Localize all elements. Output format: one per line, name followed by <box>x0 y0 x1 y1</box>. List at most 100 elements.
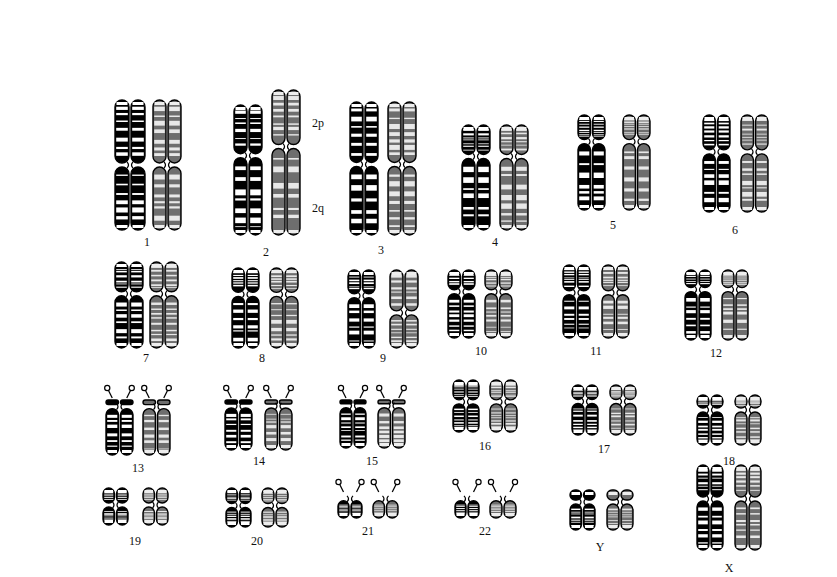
chromosome-arm <box>117 488 129 503</box>
chromosome-band <box>468 394 478 396</box>
chromosome-tip <box>118 520 127 523</box>
chromosome-band <box>273 123 284 124</box>
chromosome-band <box>579 327 589 329</box>
chromosome-band <box>704 140 714 141</box>
chromosome-band <box>391 320 402 322</box>
chromosome-band <box>564 306 574 309</box>
chromosome-tip <box>405 230 415 233</box>
chromosome-band <box>463 139 474 141</box>
chromosome-band <box>571 511 580 513</box>
chromosome-band <box>248 282 258 283</box>
chromosome-tip <box>687 272 696 275</box>
chromosome-band <box>573 395 583 397</box>
chromosome-arm <box>621 504 633 530</box>
chromosome-band <box>241 435 251 438</box>
chromosome-band <box>166 279 177 281</box>
chromosome-band <box>104 515 113 517</box>
chromosome-band <box>608 509 618 511</box>
chromosome-band <box>166 270 177 272</box>
chromosome-band <box>463 137 474 139</box>
satellite <box>401 385 406 390</box>
chromosome-band <box>737 298 747 299</box>
chromosome-band <box>622 520 632 522</box>
chromosome-band <box>233 338 243 342</box>
chromosome-band <box>700 307 710 308</box>
chromosome-band <box>579 279 589 281</box>
chromosome-tip <box>580 205 590 208</box>
chromosome-band <box>587 395 597 397</box>
chromosome-band <box>464 273 474 275</box>
chromosome-band <box>611 427 621 429</box>
chromosome-band <box>132 121 144 123</box>
chromosome-band <box>271 288 282 290</box>
chromosome-band <box>505 509 515 511</box>
chromosome-band <box>516 137 527 139</box>
chromosome-tip <box>236 107 246 110</box>
chromosome-tip <box>350 343 360 346</box>
chromosome-band <box>226 414 236 417</box>
chromosome-band <box>366 143 377 146</box>
chromosome-band <box>118 514 127 516</box>
chromosome-tip <box>580 117 590 120</box>
chromosome-arm <box>373 501 385 518</box>
chromosome-band <box>579 127 589 128</box>
chromosome-band <box>737 284 747 286</box>
chromosome-band <box>750 401 760 403</box>
chromosome-band <box>579 324 589 325</box>
chromosome-band <box>144 440 154 443</box>
chromosome-band <box>456 504 465 506</box>
chromosome-arm <box>621 490 633 500</box>
chromosome-band <box>757 173 767 175</box>
chromosome-tip <box>248 343 258 346</box>
chromosome-band <box>736 530 746 531</box>
chromosome-band <box>404 152 415 155</box>
chromosome-band <box>355 436 365 438</box>
chromosome-band <box>723 282 733 283</box>
chromosome-band <box>241 497 250 499</box>
chromosome-band <box>639 133 649 135</box>
chromosome-band <box>374 510 383 512</box>
chromosome-band <box>266 421 276 422</box>
chromosome-band <box>712 421 722 423</box>
chromosome-band <box>449 283 459 285</box>
chromosome-band <box>594 135 604 137</box>
chromosome-band <box>611 392 621 394</box>
chromosome-band <box>341 426 351 428</box>
chromosome-band <box>491 387 501 388</box>
chromosome-tip <box>701 335 710 338</box>
chromosome-band <box>585 511 594 513</box>
satellite <box>129 385 134 390</box>
chromosome-band <box>564 277 574 279</box>
chromosome-band <box>625 427 635 429</box>
chromosome-tip <box>724 335 733 338</box>
chromosome-band <box>736 485 746 487</box>
chromosome-band <box>469 508 478 510</box>
chromosome-band <box>622 511 632 513</box>
chromosome-arm <box>232 268 245 292</box>
chromosome-band <box>151 270 162 272</box>
chromosome-band <box>406 296 417 299</box>
chromosome-arm <box>467 380 479 400</box>
chromosome-band <box>737 282 747 283</box>
chromosome-band <box>366 198 377 201</box>
chromosome-band <box>159 440 169 443</box>
chromosome-band <box>624 132 634 134</box>
chromosome-band <box>579 196 589 200</box>
chromosome-band <box>281 418 291 420</box>
chromosome-tip <box>699 440 708 443</box>
chromosome-band <box>757 168 767 170</box>
chromosome-band <box>625 392 635 394</box>
chromosome-band <box>107 415 117 418</box>
chromosome-band <box>151 317 162 318</box>
centromere <box>245 153 251 159</box>
chromosome-band <box>169 206 180 208</box>
chromosome-band <box>271 281 282 283</box>
chromosome-band <box>700 331 710 334</box>
chromosome-arm <box>500 294 513 338</box>
chromosome-arm <box>365 167 378 235</box>
chromosome-band <box>116 184 128 186</box>
chromosome-band <box>723 304 733 306</box>
chromosome-band <box>506 408 516 410</box>
chromosome-band <box>104 499 113 501</box>
chromosome-band <box>391 292 402 293</box>
